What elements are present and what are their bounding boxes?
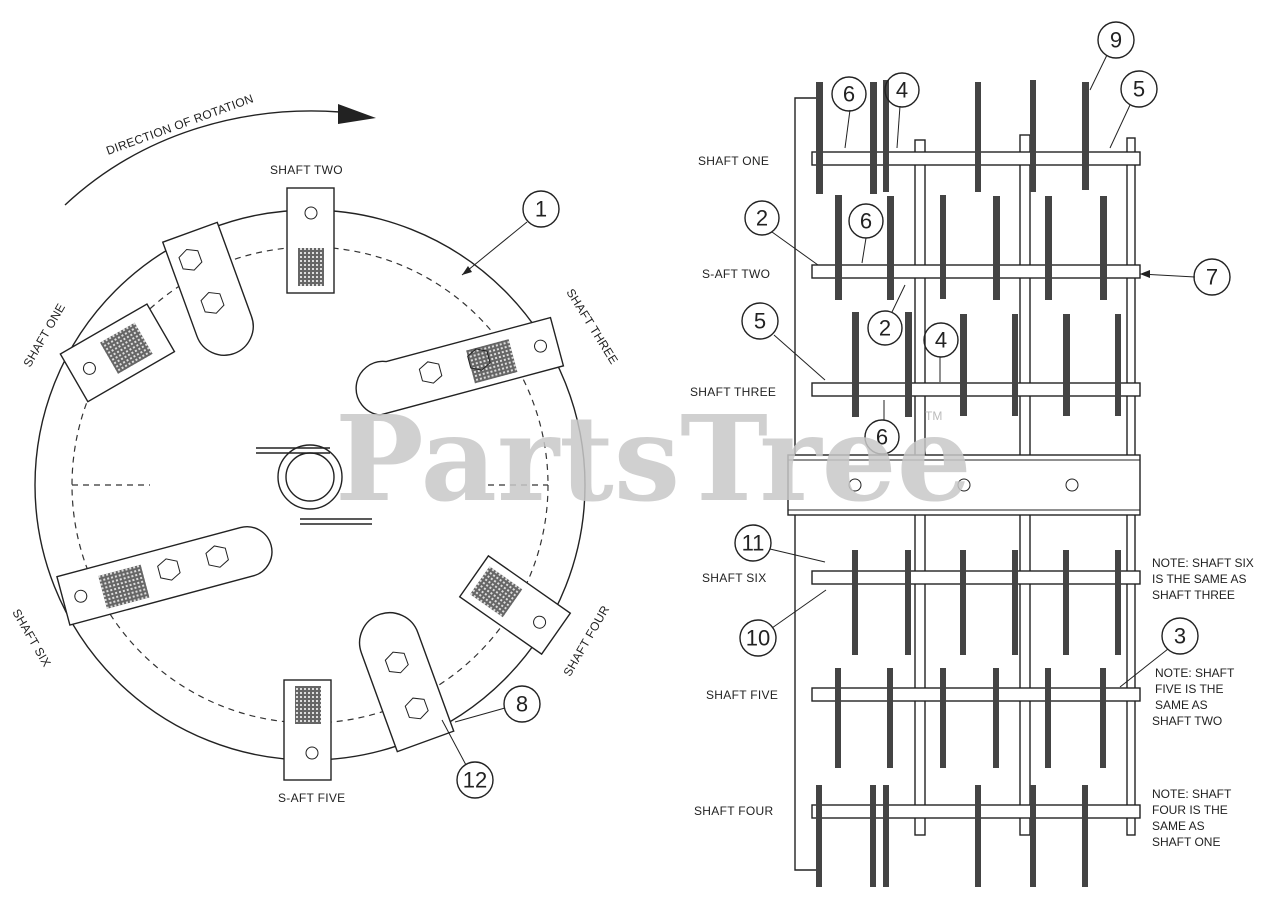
rotation-arrowhead [338,104,376,124]
svg-text:12: 12 [463,768,487,793]
callout-10: 10 [739,589,827,657]
note-shaft-six: NOTE: SHAFT SIX IS THE SAME AS SHAFT THR… [1152,556,1254,602]
center-hub [256,444,372,525]
svg-text:6: 6 [876,425,888,450]
right-label-shaft-one: SHAFT ONE [698,154,769,168]
svg-text:TM: TM [925,409,942,423]
svg-text:2: 2 [879,316,891,341]
svg-text:5: 5 [1133,77,1145,102]
note-shaft-five: NOTE: SHAFT FIVE IS THE SAME AS SHAFT TW… [1152,666,1235,728]
tines [816,80,1121,887]
center-housing [787,454,1141,516]
svg-text:8: 8 [516,692,528,717]
svg-text:2: 2 [756,206,768,231]
svg-text:6: 6 [843,82,855,107]
left-label-shaft-one: SHAFT ONE [20,301,68,370]
svg-text:NOTE: SHAFT SIX: NOTE: SHAFT SIX [1152,556,1254,570]
shaft-six-mount [56,526,273,626]
right-label-shaft-two: S-AFT TWO [702,267,770,281]
svg-text:5: 5 [754,309,766,334]
callout-2-shaft-two-bottom: 2 [867,284,906,346]
shaft-three-mount [355,316,565,416]
svg-text:PartsTree: PartsTree [335,389,972,528]
svg-text:1: 1 [535,197,547,222]
right-label-shaft-three: SHAFT THREE [690,385,776,399]
right-label-shaft-five: SHAFT FIVE [706,688,778,702]
svg-text:SHAFT THREE: SHAFT THREE [1152,588,1235,602]
svg-text:4: 4 [935,328,947,353]
rotation-arc [64,110,341,206]
shaft-two-mount-top [286,187,335,294]
svg-text:NOTE: SHAFT: NOTE: SHAFT [1155,666,1235,680]
callout-7: 7 [1139,258,1231,296]
svg-text:9: 9 [1110,28,1122,53]
left-label-shaft-six: SHAFT SIX [9,607,53,670]
shaft-five-mount-bottom [283,679,332,781]
partstree-watermark: PartsTree TM [335,389,972,528]
callout-3: 3 [1119,617,1199,688]
callout-5-shaft-three: 5 [741,302,826,381]
callout-6-shaft-one: 6 [831,76,867,149]
callout-12: 12 [441,719,494,799]
tine-arm-lower-right [358,612,455,753]
svg-text:11: 11 [742,531,765,556]
callout-1: 1 [461,190,560,276]
tine-arm-upper-left [161,221,254,356]
svg-text:SHAFT ONE: SHAFT ONE [1152,835,1220,849]
shaft-one-mount [59,303,176,403]
right-label-shaft-six: SHAFT SIX [702,571,767,585]
svg-text:10: 10 [746,626,770,651]
svg-text:FIVE IS THE: FIVE IS THE [1155,682,1223,696]
left-label-shaft-two: SHAFT TWO [270,163,343,177]
shaft-four-mount [458,554,572,656]
callout-9: 9 [1089,21,1135,91]
svg-text:4: 4 [896,78,908,103]
svg-text:SAME AS: SAME AS [1152,819,1205,833]
svg-text:7: 7 [1206,265,1218,290]
callout-4-shaft-three: 4 [923,322,959,382]
note-shaft-four: NOTE: SHAFT FOUR IS THE SAME AS SHAFT ON… [1152,787,1232,849]
svg-text:IS THE SAME AS: IS THE SAME AS [1152,572,1246,586]
left-label-shaft-five: S-AFT FIVE [278,791,345,805]
callout-8: 8 [454,685,541,723]
callout-5-shaft-one: 5 [1109,70,1158,149]
svg-text:6: 6 [860,209,872,234]
right-label-shaft-four: SHAFT FOUR [694,804,773,818]
callout-11: 11 [734,524,826,563]
svg-text:SHAFT TWO: SHAFT TWO [1152,714,1222,728]
direction-of-rotation-label: DIRECTION OF ROTATION [104,91,255,157]
callout-6-shaft-two: 6 [848,203,884,264]
left-label-shaft-three: SHAFT THREE [563,286,621,367]
svg-text:SAME AS: SAME AS [1155,698,1208,712]
shaft-assembly-side-view: SHAFT ONE S-AFT TWO SHAFT THREE SHAFT SI… [690,21,1254,887]
callout-4-shaft-one: 4 [884,72,920,149]
callout-2-shaft-two-left: 2 [744,200,819,266]
shaft-tubes [811,151,1141,819]
svg-text:FOUR IS THE: FOUR IS THE [1152,803,1228,817]
callout-6-shaft-three: 6 [864,400,900,455]
svg-text:3: 3 [1174,624,1186,649]
svg-text:NOTE: SHAFT: NOTE: SHAFT [1152,787,1232,801]
